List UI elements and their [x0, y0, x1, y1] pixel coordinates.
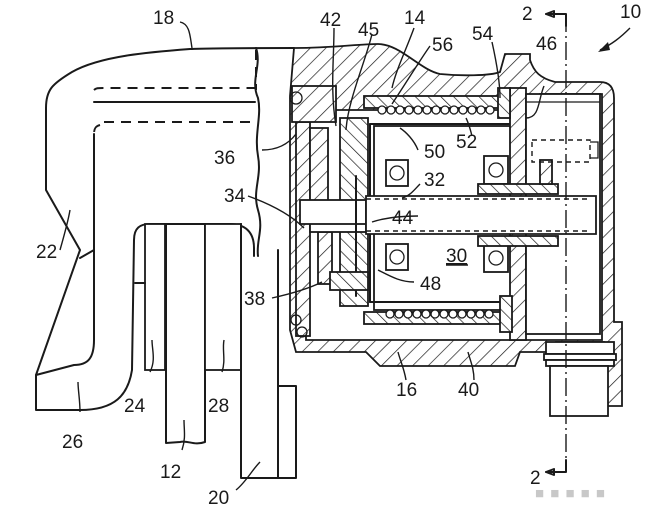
ref-label-16: 16: [396, 380, 417, 401]
ref-label-30: 30: [446, 246, 467, 267]
brake-disc-assembly: [134, 223, 297, 479]
ref-label-45: 46: [536, 34, 557, 55]
bearing-bottom-right: [483, 243, 509, 273]
assembly-arrow: [598, 27, 631, 52]
ref-label-10: 10: [620, 2, 641, 23]
ref-label-54: 54: [472, 24, 494, 45]
ref-label-50: 40: [458, 380, 479, 401]
ref-label-52: 52: [456, 132, 477, 153]
ref-label-20: 22: [36, 242, 57, 263]
ref-label-26: 28: [208, 396, 229, 417]
ref-label-44: 45: [358, 20, 379, 41]
ref-label-12: 12: [160, 462, 181, 483]
bearing-top-right: [483, 155, 509, 185]
outer-brake-pad: [144, 223, 166, 371]
shaft-assembly: [365, 139, 599, 273]
ref-label-14: 14: [404, 8, 426, 29]
motor-shaft: [365, 195, 597, 235]
ref-label-32: 32: [424, 170, 445, 191]
watermark: ■ ■ ■ ■ ■: [535, 485, 606, 502]
reference-labels: 18 42 45 14 56 54 46 2 10 50 52 36 34 32…: [36, 2, 641, 509]
stator-coil-top: [377, 105, 495, 115]
stator-coil-bottom: [385, 309, 494, 319]
ref-label-24: 26: [62, 432, 83, 453]
ref-label-56: 56: [432, 35, 453, 56]
leader-lines: [59, 21, 545, 491]
ref-label-42: 44: [392, 208, 414, 229]
section-label-top: 2: [522, 4, 533, 25]
connector-fitting: [543, 341, 617, 417]
ref-label-48: 50: [424, 142, 445, 163]
ref-label-38: 38: [244, 289, 265, 310]
section-line-2-2: [545, 10, 567, 476]
piston-wall: [295, 121, 311, 337]
ref-label-36: 36: [214, 148, 235, 169]
ref-label-34: 34: [224, 186, 246, 207]
section-label-bottom: 2: [530, 468, 541, 489]
bearing-top-left: [385, 159, 409, 187]
ref-label-18: 18: [153, 8, 174, 29]
ref-label-28: 20: [208, 488, 229, 509]
ref-label-40: 42: [320, 10, 341, 31]
bearing-bottom-left: [385, 243, 409, 271]
ref-label-22: 24: [124, 396, 146, 417]
ref-label-46: 48: [420, 274, 441, 295]
